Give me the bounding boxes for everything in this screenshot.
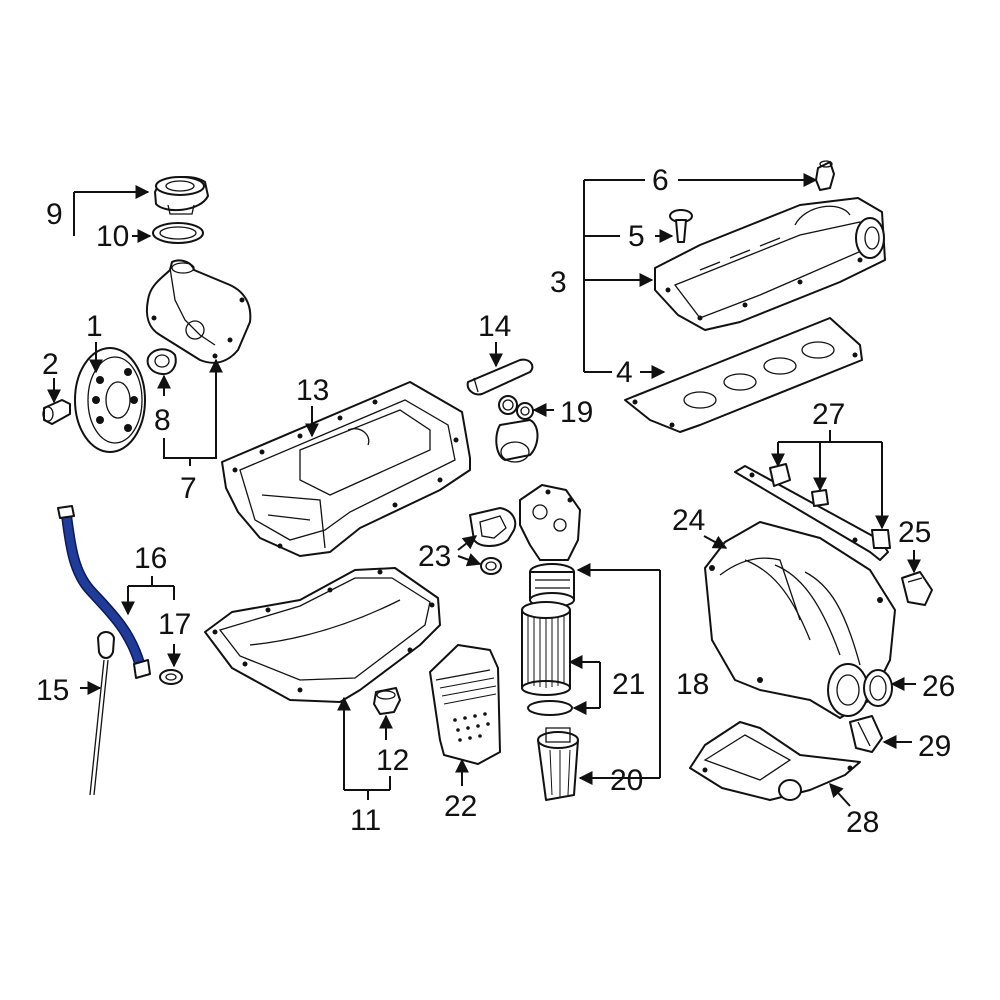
- part-dipstick-tube-highlighted[interactable]: [57, 505, 151, 679]
- callout-10: 10: [96, 220, 129, 253]
- part-vent-valve[interactable]: [815, 160, 835, 191]
- part-throttle-gasket[interactable]: [863, 669, 893, 707]
- part-timing-cover[interactable]: [145, 259, 252, 364]
- callout-11: 11: [350, 804, 381, 837]
- part-filter-housing-gasket[interactable]: [495, 395, 539, 463]
- callout-26: 26: [922, 670, 955, 703]
- callout-labels: 9 10 1 2 8 7 13 14 19 23 18 21 20 22 11 …: [36, 164, 955, 839]
- callout-1: 1: [86, 310, 103, 343]
- part-oil-filter-housing[interactable]: [519, 484, 581, 608]
- callout-5: 5: [628, 220, 645, 253]
- callout-3: 3: [550, 266, 567, 299]
- callout-19: 19: [560, 396, 593, 429]
- part-dipstick-tube-seal[interactable]: [159, 669, 183, 685]
- callout-8: 8: [154, 404, 171, 437]
- callout-6: 6: [652, 164, 669, 197]
- callout-16: 16: [134, 542, 167, 575]
- part-pressure-sensor[interactable]: [849, 715, 883, 753]
- part-intake-gasket-strip[interactable]: [734, 463, 891, 561]
- part-breather-tube[interactable]: [466, 358, 534, 396]
- callout-29: 29: [918, 730, 951, 763]
- callout-18: 18: [676, 668, 709, 701]
- callout-13: 13: [296, 374, 329, 407]
- callout-27: 27: [812, 398, 845, 431]
- part-oil-cooler-gasket[interactable]: [469, 507, 517, 575]
- part-oil-filter-element[interactable]: [521, 601, 573, 716]
- callout-15: 15: [36, 674, 69, 707]
- callout-22: 22: [444, 790, 477, 823]
- callout-14: 14: [478, 310, 511, 343]
- part-oil-filter-cap[interactable]: [537, 727, 579, 801]
- part-drain-plug[interactable]: [373, 687, 401, 715]
- callout-4: 4: [616, 356, 633, 389]
- callout-25: 25: [898, 516, 931, 549]
- part-upper-oil-pan[interactable]: [221, 381, 471, 557]
- part-oil-filler-cap[interactable]: [154, 176, 209, 215]
- callout-24: 24: [672, 504, 705, 537]
- part-valve-cover[interactable]: [654, 197, 886, 331]
- part-intake-seal[interactable]: [901, 571, 933, 606]
- part-crankshaft-pulley[interactable]: [74, 347, 146, 453]
- part-valve-cover-gasket[interactable]: [624, 317, 863, 433]
- callout-2: 2: [42, 348, 59, 381]
- callout-17: 17: [158, 608, 191, 641]
- callout-23: 23: [418, 540, 451, 573]
- part-lower-oil-pan[interactable]: [204, 567, 441, 703]
- part-manifold-support[interactable]: [689, 721, 861, 801]
- callout-21: 21: [612, 668, 645, 701]
- part-valve-cover-bolt[interactable]: [669, 209, 693, 243]
- leader-lines: [47, 173, 921, 807]
- callout-9: 9: [46, 198, 63, 231]
- callout-20: 20: [610, 764, 643, 797]
- part-front-seal[interactable]: [146, 348, 177, 376]
- part-oil-cooler[interactable]: [429, 644, 501, 765]
- part-dipstick[interactable]: [89, 631, 115, 796]
- callout-12: 12: [376, 744, 409, 777]
- part-cap-seal[interactable]: [152, 222, 204, 244]
- callout-28: 28: [846, 806, 879, 839]
- part-pulley-bolt[interactable]: [42, 399, 71, 425]
- callout-7: 7: [180, 472, 197, 505]
